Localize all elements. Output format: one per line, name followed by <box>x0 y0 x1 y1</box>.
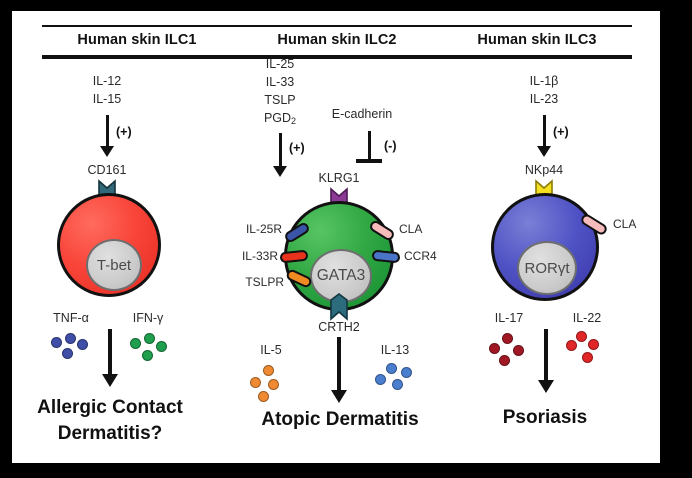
ilc1-cytokine-2-label: IFN-γ <box>132 311 164 325</box>
ilc3-stimulus-2: IL-23 <box>529 92 559 106</box>
ilc2-inhibition-bar <box>354 131 384 163</box>
ilc2-outcome-arrow <box>330 337 348 403</box>
ilc1-stimulus-1: IL-12 <box>92 74 122 88</box>
ilc1-outcome-line-1: Allergic Contact <box>37 397 183 418</box>
ilc2-inhibition-sign: (-) <box>384 139 397 153</box>
ilc1-stimulus-2: IL-15 <box>92 92 122 106</box>
ccr4-label: CCR4 <box>404 249 437 263</box>
tslpr-label: TSLPR <box>245 275 284 289</box>
figure-canvas: Human skin ILC1 Human skin ILC2 Human sk… <box>12 11 660 463</box>
ilc2-cytokine-2-dots <box>374 363 420 405</box>
ilc1-outcome-line-2: Dermatitis? <box>57 423 163 444</box>
cla-label-ilc3: CLA <box>613 217 637 231</box>
ilc2-inhibitor-label: E-cadherin <box>331 107 393 121</box>
ilc1-surface-marker-label: CD161 <box>87 163 127 177</box>
header-rule-top <box>42 25 632 27</box>
ilc2-nucleus: GATA3 <box>310 249 372 303</box>
ilc3-cytokine-2-label: IL-22 <box>572 311 602 325</box>
ilc2-activation-sign: (+) <box>289 141 305 155</box>
crth2-receptor-icon <box>329 293 349 321</box>
ilc3-activation-sign: (+) <box>553 125 569 139</box>
ilc1-activation-sign: (+) <box>116 125 132 139</box>
ilc2-stimulus-3: TSLP <box>264 93 296 107</box>
ilc3-activation-arrow <box>536 115 552 157</box>
ilc1-nucleus: T-bet <box>86 239 142 291</box>
ilc3-outcome-arrow <box>537 329 555 393</box>
ilc2-cytokine-1-dots <box>250 365 296 407</box>
column-title-ilc1: Human skin ILC1 <box>77 32 197 48</box>
ilc2-surface-marker-top-label: KLRG1 <box>318 171 360 185</box>
ilc2-stimulus-1: IL-25 <box>265 57 295 71</box>
column-title-ilc2: Human skin ILC2 <box>277 32 397 48</box>
cla-label-ilc2: CLA <box>399 222 423 236</box>
column-title-ilc3: Human skin ILC3 <box>477 32 597 48</box>
ilc3-outcome-line-1: Psoriasis <box>502 407 588 428</box>
ilc2-outcome-line-1: Atopic Dermatitis <box>261 409 419 430</box>
ilc2-cytokine-2-label: IL-13 <box>380 343 410 357</box>
ilc1-activation-arrow <box>99 115 115 157</box>
ilc3-cytokine-1-dots <box>488 333 534 375</box>
ilc2-stimulus-4-subscript: 2 <box>291 116 297 126</box>
ilc3-stimulus-1: IL-1β <box>529 74 559 88</box>
ilc1-cytokine-1-label: TNF-α <box>53 311 89 325</box>
il25r-label: IL-25R <box>245 222 282 236</box>
ilc2-stimulus-2: IL-33 <box>265 75 295 89</box>
ilc2-stimulus-4-text: PGD <box>263 111 292 125</box>
ilc1-cytokine-2-dots <box>128 333 174 373</box>
ilc2-stimulus-4: PGD2 <box>240 111 320 126</box>
ilc3-surface-marker-label: NKp44 <box>524 163 564 177</box>
ilc2-cytokine-1-label: IL-5 <box>260 343 282 357</box>
ilc1-cytokine-1-dots <box>50 333 96 373</box>
ilc3-nucleus: RORγt <box>517 241 577 295</box>
header-rule-bottom <box>42 55 632 59</box>
ilc1-outcome-arrow <box>101 329 119 387</box>
il33r-label: IL-33R <box>241 249 278 263</box>
ilc3-cytokine-1-label: IL-17 <box>494 311 524 325</box>
ilc2-surface-marker-bottom-label: CRTH2 <box>318 320 360 334</box>
ilc3-cytokine-2-dots <box>566 331 612 373</box>
ilc2-activation-arrow <box>272 133 288 177</box>
